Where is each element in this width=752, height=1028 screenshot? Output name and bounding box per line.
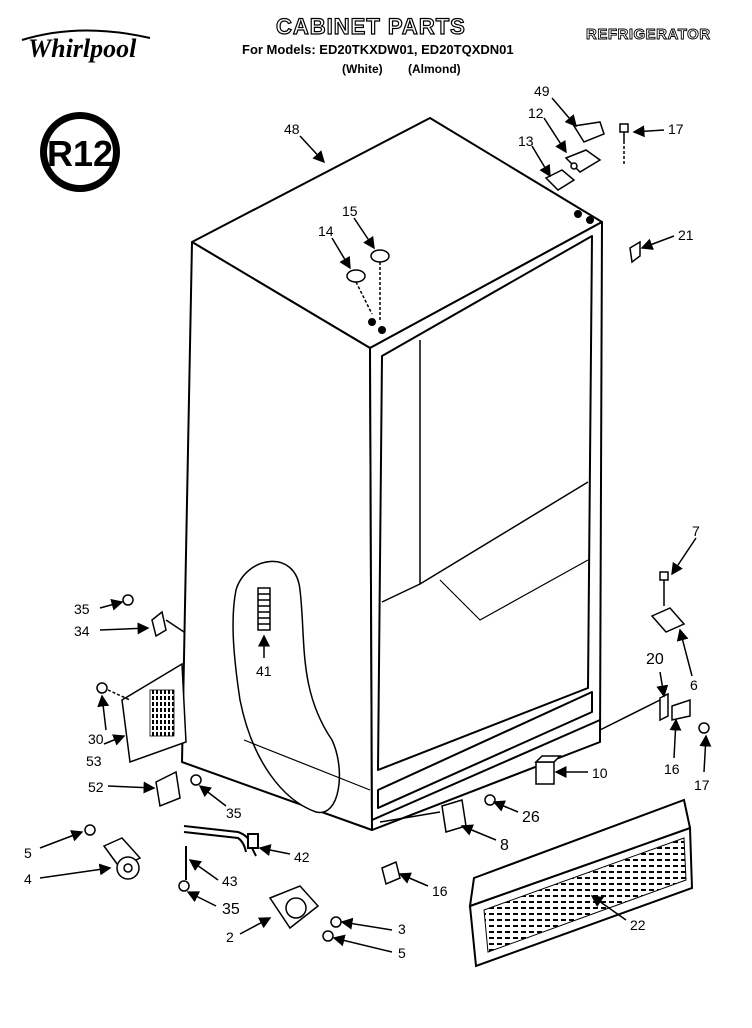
callout-3: 3 <box>398 921 406 937</box>
callout-2: 2 <box>226 929 234 945</box>
callout-52: 52 <box>88 779 104 795</box>
callout-5-bottom: 5 <box>398 945 406 961</box>
part-plug-icons <box>346 249 390 320</box>
callout-21: 21 <box>678 227 694 243</box>
callout-16-bottom: 16 <box>432 883 448 899</box>
callout-10: 10 <box>592 765 608 781</box>
color-almond-label: (Almond) <box>408 62 461 76</box>
brand-logo: Whirlpool <box>28 34 137 63</box>
callout-35-upper: 35 <box>74 601 90 617</box>
callout-22: 22 <box>630 917 646 933</box>
callout-48: 48 <box>284 121 300 137</box>
callout-26: 26 <box>522 809 540 826</box>
part-34-clip-icon <box>122 594 185 638</box>
part-17-screw-icon <box>619 123 629 166</box>
part-22-toe-grille-icon <box>468 798 694 968</box>
callout-15: 15 <box>342 203 358 219</box>
callout-13: 13 <box>518 133 534 149</box>
callout-16-right: 16 <box>664 761 680 777</box>
callout-53: 53 <box>86 753 102 769</box>
callout-5-left: 5 <box>24 845 32 861</box>
callout-34: 34 <box>74 623 90 639</box>
part-top-hinge-icon <box>544 121 605 191</box>
part-6-7-hinge-bracket-icon <box>650 571 686 633</box>
callout-49: 49 <box>534 83 550 99</box>
callout-42: 42 <box>294 849 310 865</box>
color-white-label: (White) <box>342 62 383 76</box>
part-4-roller-icon <box>84 824 142 880</box>
callout-8: 8 <box>500 837 509 854</box>
callout-20: 20 <box>646 651 664 668</box>
callout-17-top: 17 <box>668 121 684 137</box>
part-10-block-icon <box>534 755 562 785</box>
callout-41: 41 <box>256 663 272 679</box>
callout-35-lower: 35 <box>222 901 240 918</box>
callout-14: 14 <box>318 223 334 239</box>
part-2-roller-assembly-icon <box>178 880 342 942</box>
callout-7: 7 <box>692 523 700 539</box>
callout-35-middle: 35 <box>226 805 242 821</box>
callout-43: 43 <box>222 873 238 889</box>
callout-leaders <box>39 97 712 953</box>
diagram-title: CABINET PARTS <box>275 13 466 39</box>
part-52-latch-icon <box>155 770 202 808</box>
callout-6: 6 <box>690 677 698 693</box>
r12-badge-text: R12 <box>47 133 113 174</box>
whirlpool-swoosh-icon <box>21 29 151 41</box>
callout-4: 4 <box>24 871 32 887</box>
part-8-bracket-icon <box>379 794 496 833</box>
callout-12: 12 <box>528 105 544 121</box>
callout-labels: 48 49 12 13 17 21 15 14 7 6 20 16 17 10 … <box>24 83 710 961</box>
part-30-53-panel-icon <box>96 662 187 764</box>
r12-badge-icon: R12 <box>40 112 120 192</box>
callout-30: 30 <box>88 731 104 747</box>
part-20-bracket-icon <box>599 692 710 734</box>
model-numbers: For Models: ED20TKXDW01, ED20TQXDN01 <box>242 42 514 57</box>
part-21-clip-icon <box>629 240 641 264</box>
cabinet-body <box>181 117 603 831</box>
part-42-tube-icon <box>183 825 259 880</box>
part-41-spring-icon <box>257 587 271 631</box>
part-16-clip-icon <box>381 860 401 886</box>
appliance-type: REFRIGERATOR <box>586 26 711 44</box>
callout-17-bottom: 17 <box>694 777 710 793</box>
